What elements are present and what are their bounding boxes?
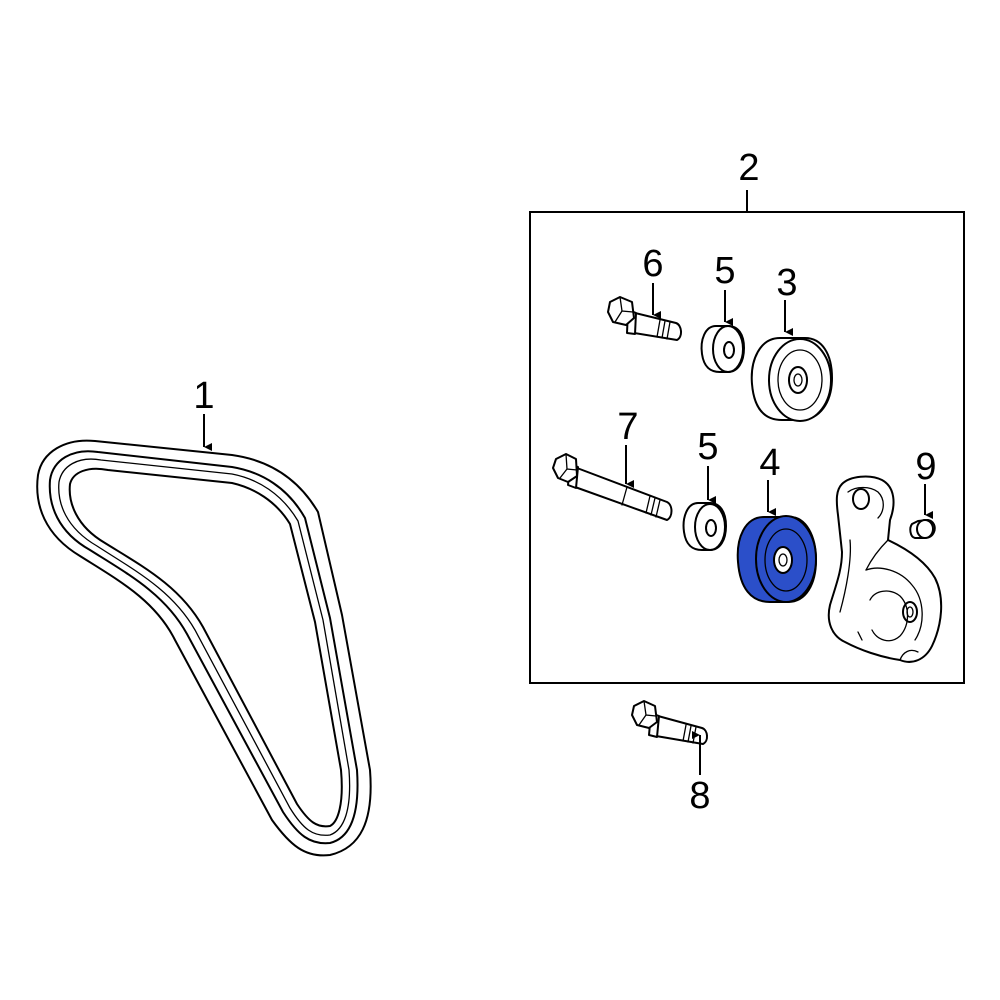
callout-2-label: 2 (738, 147, 759, 189)
callout-9-label: 9 (915, 446, 936, 488)
callout-6: 6 (642, 243, 664, 319)
callout-7-label: 7 (617, 406, 638, 448)
spacer-upper[interactable] (700, 325, 745, 373)
callout-5-lower-label: 5 (697, 426, 718, 468)
belt[interactable] (36, 439, 372, 857)
idler-pulley-upper[interactable] (750, 337, 833, 422)
dowel-pin[interactable] (909, 519, 936, 539)
tensioner-bracket[interactable] (827, 475, 943, 663)
callout-9: 9 (915, 446, 937, 519)
callout-3-label: 3 (776, 262, 797, 304)
bolt-long[interactable] (552, 453, 673, 521)
callout-5-lower: 5 (697, 426, 719, 504)
spacer-lower[interactable] (682, 502, 727, 551)
callout-8-label: 8 (689, 775, 710, 817)
callout-3: 3 (776, 262, 798, 336)
callout-1: 1 (193, 375, 215, 451)
bolt-short[interactable] (607, 296, 682, 341)
tensioner-kit-box[interactable]: 2 (529, 147, 965, 684)
callout-8: 8 (689, 731, 711, 817)
callout-1-label: 1 (193, 375, 214, 417)
callout-5-upper: 5 (714, 250, 736, 326)
bolt-bottom[interactable] (631, 700, 708, 745)
callout-5-upper-label: 5 (714, 250, 735, 292)
callout-4-label: 4 (759, 442, 780, 484)
callout-7: 7 (617, 406, 639, 488)
callout-4: 4 (759, 442, 781, 516)
idler-pulley-lower[interactable] (736, 515, 817, 603)
callout-6-label: 6 (642, 243, 663, 285)
